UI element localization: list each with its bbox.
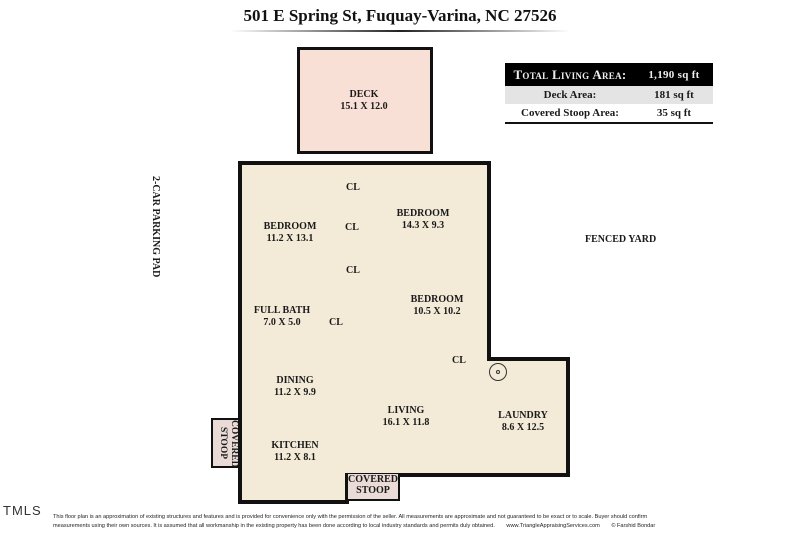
disclaimer-line-2-text: measurements using their own sources. It… <box>53 523 495 529</box>
closet-label: CL <box>346 182 360 193</box>
room-dims: 11.2 X 8.1 <box>274 452 316 463</box>
deck-label: DECK 15.1 X 12.0 <box>340 89 387 113</box>
deck-name: DECK <box>349 89 379 100</box>
water-heater-icon <box>489 363 507 381</box>
deck-area-label: Deck Area: <box>543 89 597 101</box>
room-name: KITCHEN <box>271 440 319 451</box>
water-heater-center-icon <box>496 370 500 374</box>
deck-area-row: Deck Area: 181 sq ft <box>505 86 713 104</box>
room-dims: 7.0 X 5.0 <box>263 317 301 328</box>
room-dims: 11.2 X 13.1 <box>266 233 314 244</box>
mls-logo: TMLS <box>3 503 42 518</box>
room-name: BEDROOM <box>263 221 317 232</box>
covered-stoop-area-value: 35 sq ft <box>656 107 692 119</box>
room-name: BEDROOM <box>410 294 464 305</box>
total-living-area-value: 1,190 sq ft <box>648 68 700 81</box>
deck-dims: 15.1 X 12.0 <box>340 101 388 112</box>
room-dims: 8.6 X 12.5 <box>501 422 545 433</box>
room-bedroom-2: BEDROOM 14.3 X 9.3 <box>397 208 450 232</box>
deck <box>297 47 433 154</box>
copyright: © Farshid Bondar <box>611 523 656 529</box>
closet-label: CL <box>345 222 359 233</box>
covered-stoop-left <box>211 418 238 468</box>
closet-label: CL <box>452 355 466 366</box>
closet-label: CL <box>346 265 360 276</box>
deck-area-value: 181 sq ft <box>654 89 694 101</box>
room-bedroom-3: BEDROOM 10.5 X 10.2 <box>411 294 464 318</box>
room-dims: 16.1 X 11.8 <box>382 417 430 428</box>
room-dims: 10.5 X 10.2 <box>413 306 461 317</box>
area-summary-table: Total Living Area: 1,190 sq ft Deck Area… <box>505 63 713 122</box>
stoop-left-line1: COVERED <box>229 420 239 468</box>
room-name: BEDROOM <box>396 208 450 219</box>
room-dims: 11.2 X 9.9 <box>274 387 316 398</box>
room-dims: 14.3 X 9.3 <box>401 220 445 231</box>
disclaimer: This floor plan is an approximation of e… <box>53 513 798 531</box>
disclaimer-line-2: measurements using their own sources. It… <box>53 522 798 531</box>
stoop-left-line2: STOOP <box>218 426 228 460</box>
room-kitchen: KITCHEN 11.2 X 8.1 <box>271 440 318 464</box>
property-address-title: 501 E Spring St, Fuquay-Varina, NC 27526 <box>243 6 557 25</box>
room-name: LAUNDRY <box>498 410 548 421</box>
total-living-area-row: Total Living Area: 1,190 sq ft <box>505 63 713 86</box>
room-name: FULL BATH <box>253 305 311 316</box>
covered-stoop-area-row: Covered Stoop Area: 35 sq ft <box>505 104 713 122</box>
total-living-area-label: Total Living Area: <box>513 66 627 82</box>
stoop-bottom-line2: STOOP <box>356 485 390 496</box>
room-bedroom-1: BEDROOM 11.2 X 13.1 <box>264 221 317 245</box>
room-full-bath: FULL BATH 7.0 X 5.0 <box>254 305 310 329</box>
website-link[interactable]: www.TriangleAppraisingServices.com <box>506 523 600 529</box>
table-bottom-rule <box>505 122 713 124</box>
covered-stoop-area-label: Covered Stoop Area: <box>521 107 619 119</box>
room-living: LIVING 16.1 X 11.8 <box>383 405 430 429</box>
room-name: LIVING <box>387 405 425 416</box>
parking-pad-label: 2-CAR PARKING PAD <box>150 176 161 278</box>
disclaimer-line-1: This floor plan is an approximation of e… <box>53 514 648 520</box>
fenced-yard-label: FENCED YARD <box>585 234 657 245</box>
stoop-left-label: COVERED STOOP <box>217 420 239 468</box>
title-underline <box>230 30 570 32</box>
stoop-bottom-line1: COVERED <box>348 474 399 485</box>
closet-label: CL <box>329 317 343 328</box>
room-dining: DINING 11.2 X 9.9 <box>274 375 316 399</box>
room-laundry: LAUNDRY 8.6 X 12.5 <box>498 410 548 434</box>
room-name: DINING <box>276 375 314 386</box>
covered-stoop-bottom: COVERED STOOP <box>346 474 400 501</box>
